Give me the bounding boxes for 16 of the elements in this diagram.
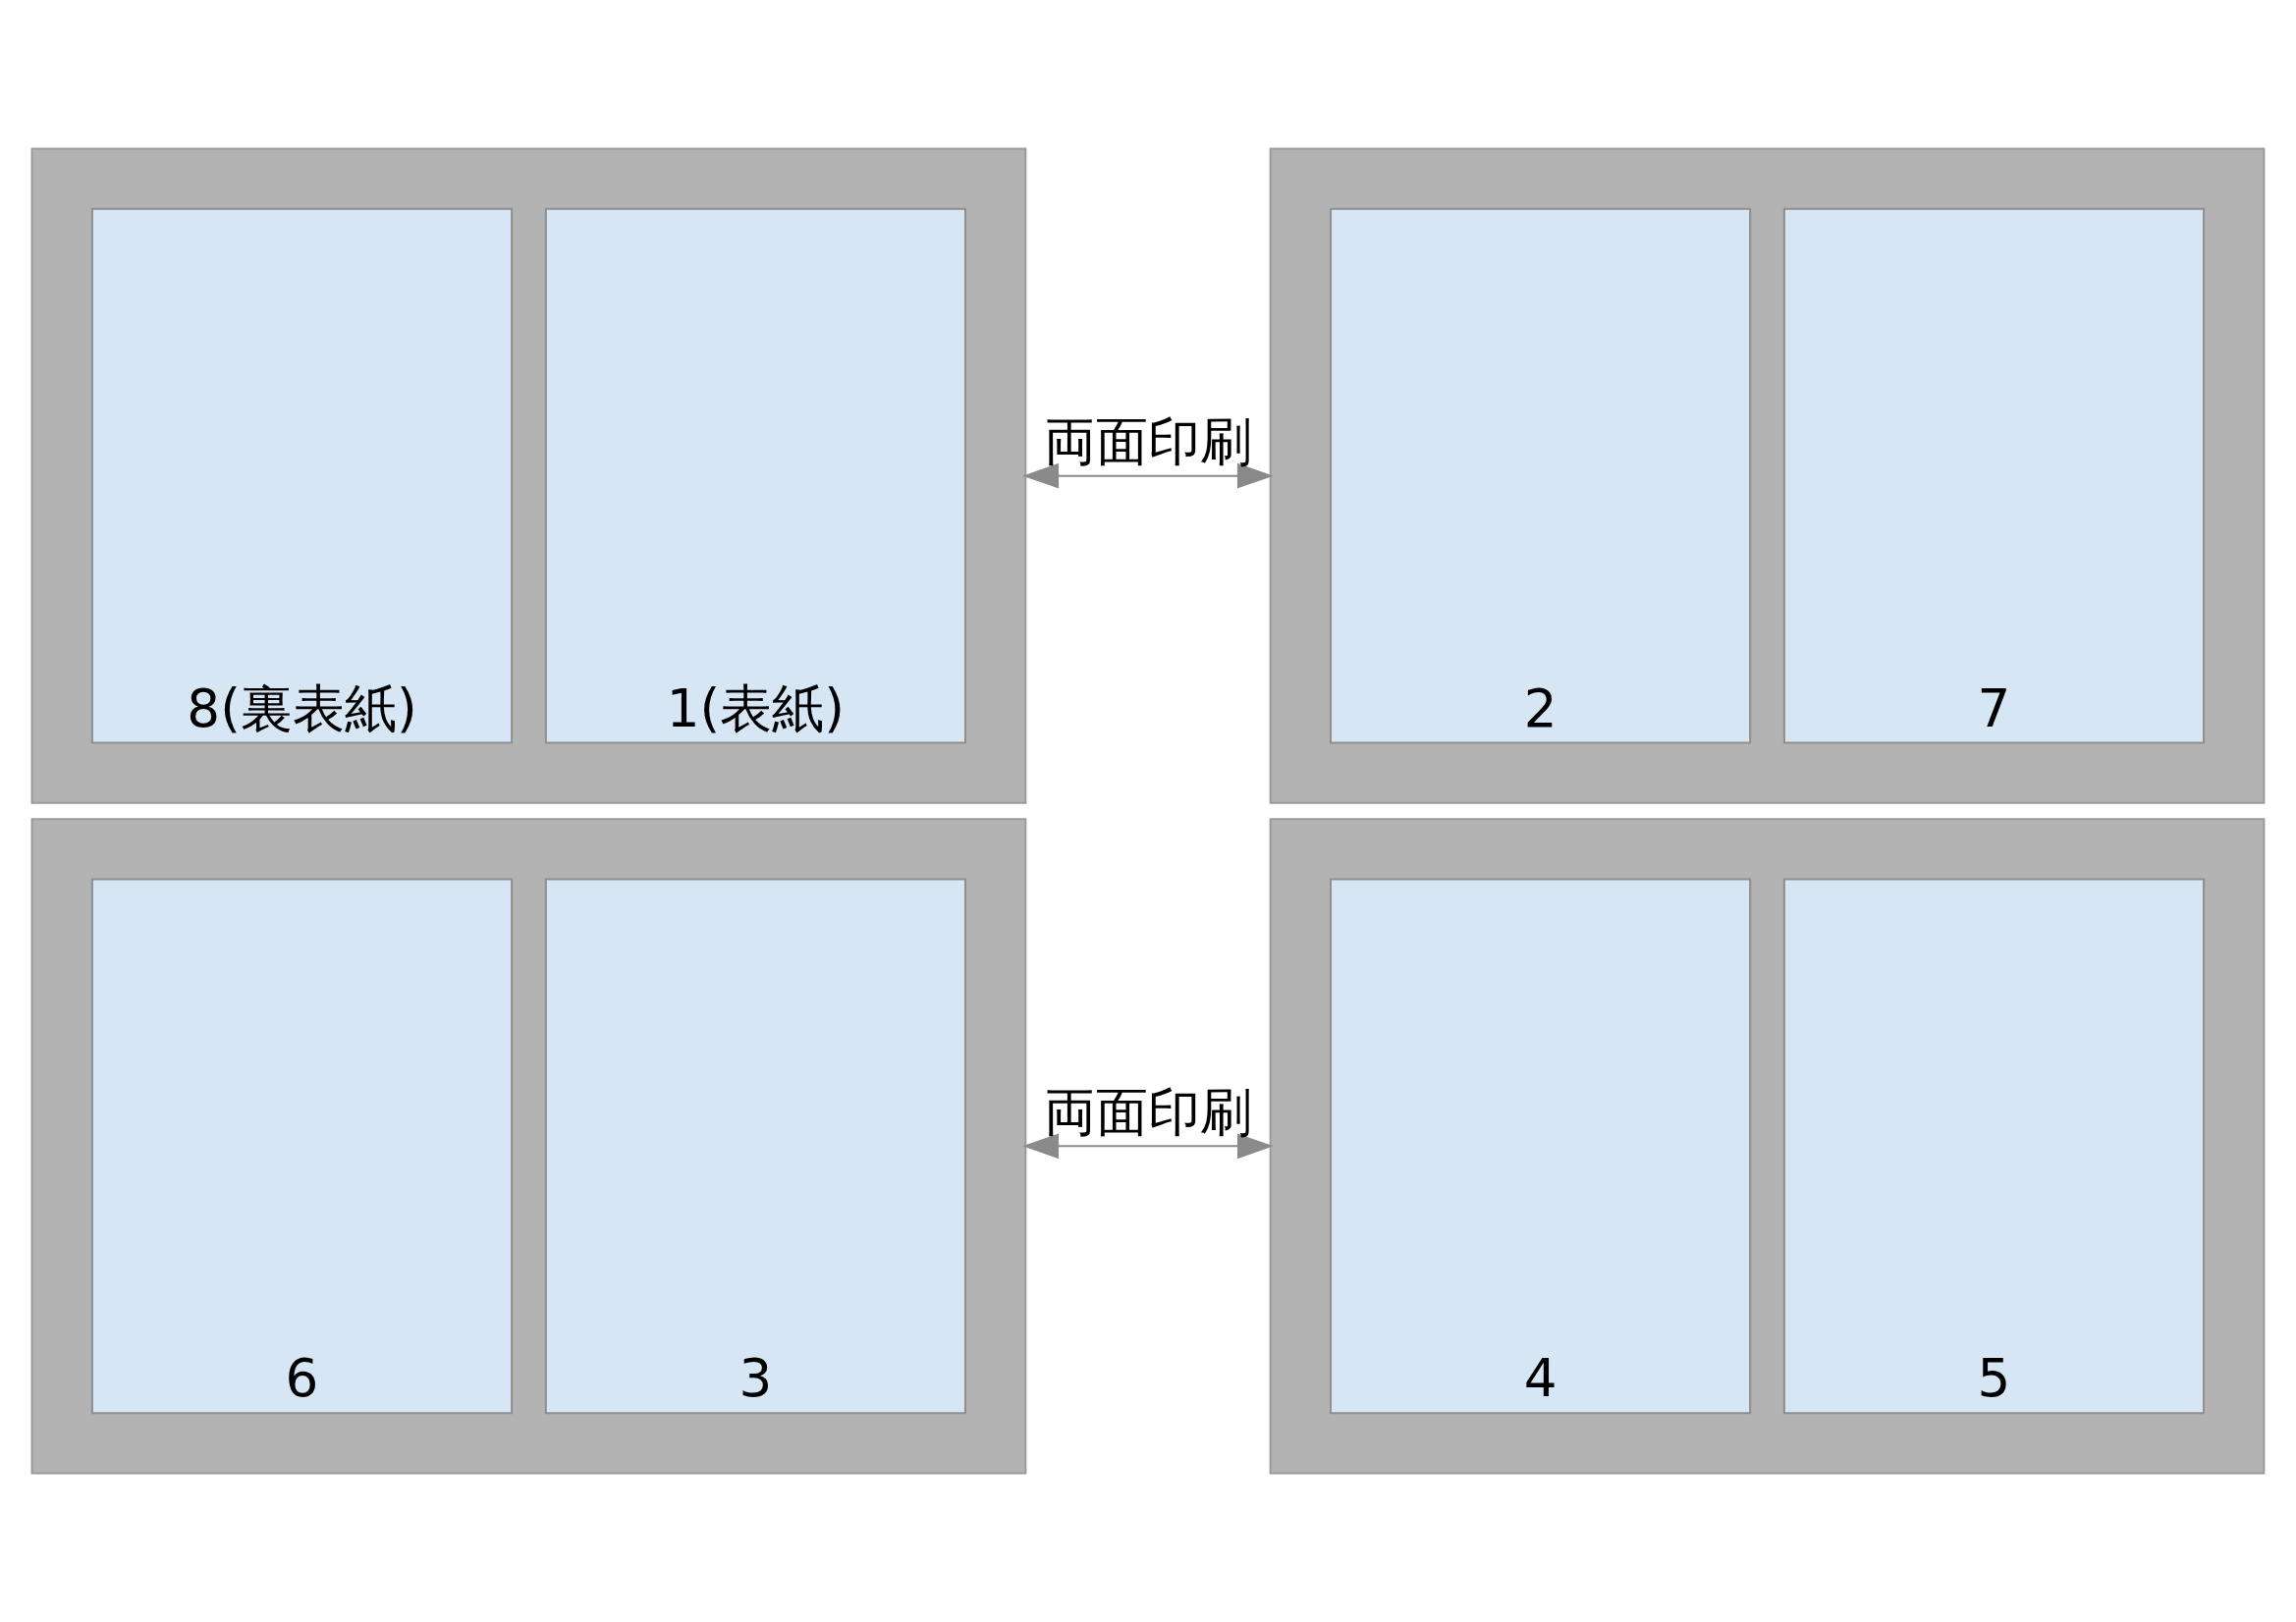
node-box: 7	[1782, 207, 2206, 744]
node-box: 5	[1782, 878, 2206, 1415]
cluster	[1269, 147, 2266, 804]
cluster	[1269, 818, 2266, 1475]
node-box: 2	[1329, 207, 1752, 744]
edge-label: 両面印刷	[1044, 410, 1252, 472]
edge-label: 両面印刷	[1044, 1081, 1252, 1143]
arrow	[1022, 462, 1274, 489]
node-box: 4	[1329, 878, 1752, 1415]
arrow	[1022, 1133, 1274, 1160]
node-box: 3	[544, 878, 967, 1415]
node-box: 6	[90, 878, 514, 1415]
node-box: 1(表紙)	[544, 207, 967, 744]
cluster	[30, 818, 1027, 1475]
cluster	[30, 147, 1027, 804]
node-box: 8(裏表紙)	[90, 207, 514, 744]
